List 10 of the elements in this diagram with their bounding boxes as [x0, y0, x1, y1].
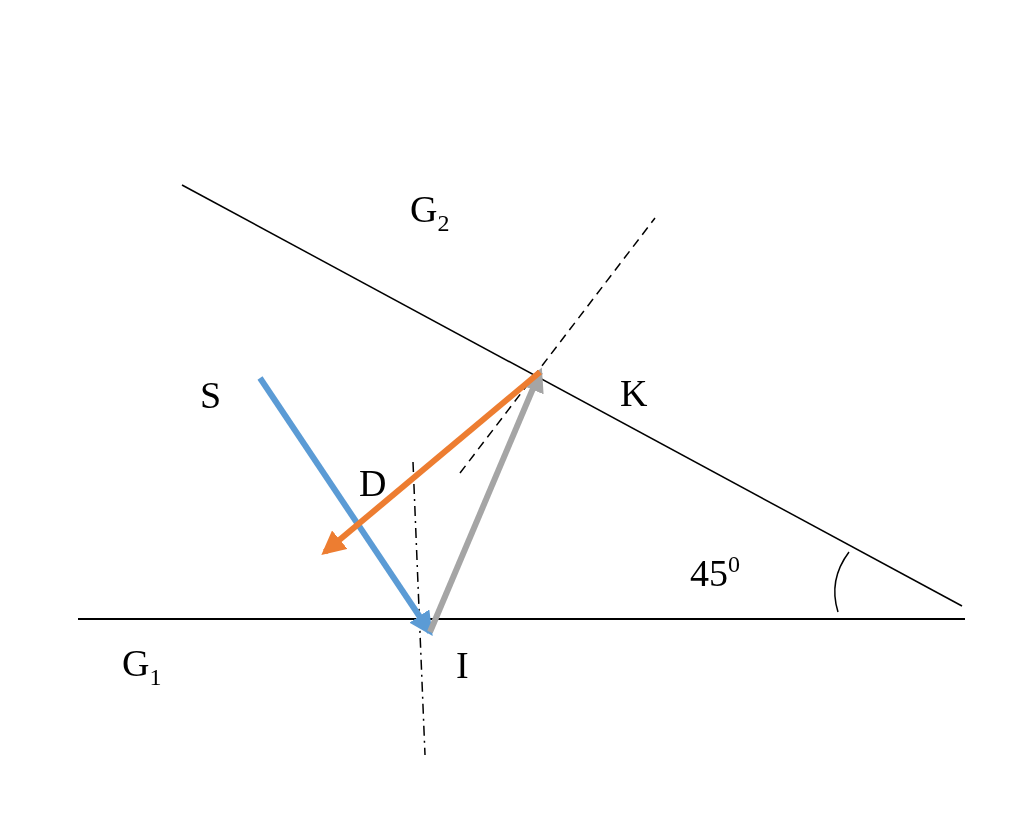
point-label: I [456, 646, 469, 684]
mirror-label: G$_{1}$ [122, 644, 162, 689]
light-ray-arrow [257, 376, 433, 636]
mirror-label: G$_{2}$ [410, 190, 450, 235]
light-ray-arrow [427, 367, 544, 634]
point-label: D [359, 464, 387, 502]
point-label: S [200, 376, 222, 414]
angle-label: 45$^{0}$ [690, 552, 740, 592]
light-ray-arrow [321, 369, 542, 556]
point-label: K [620, 374, 648, 412]
